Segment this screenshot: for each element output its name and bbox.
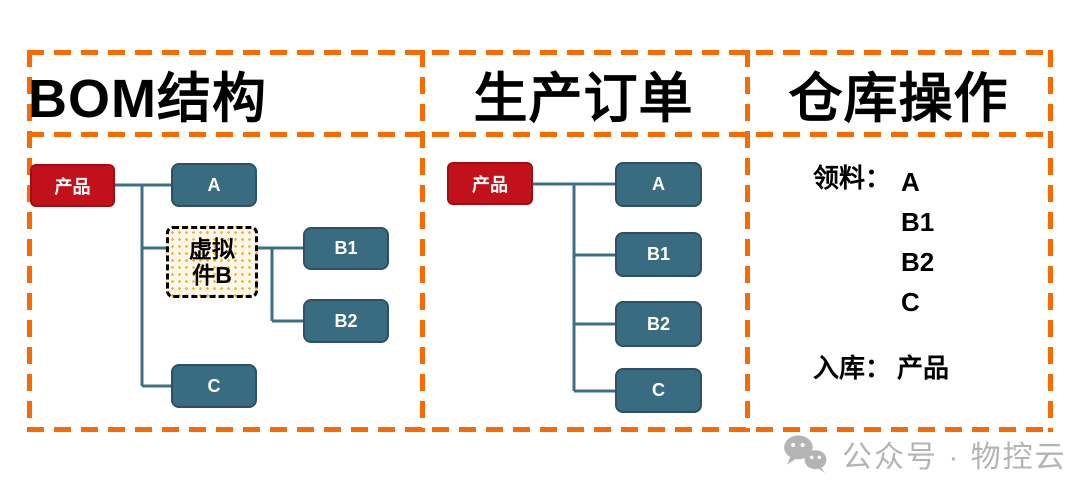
panel-title-warehouse: 仓库操作 [788, 68, 1009, 129]
bom-node-a: A [171, 163, 257, 207]
watermark: 公众号 · 物控云 [782, 432, 1067, 476]
order-node-a: A [615, 162, 702, 207]
bom-node-c: C [171, 364, 257, 408]
picking-item: A [901, 167, 920, 197]
frame-border-top [27, 50, 1053, 55]
bom-node-virtual-b-label: 虚拟件B [189, 235, 235, 288]
watermark-text: 公众号 · 物控云 [842, 441, 1067, 474]
picking-item: B1 [901, 207, 935, 237]
picking-item: C [901, 287, 920, 317]
wechat-icon [784, 435, 827, 474]
frame-border-right [1048, 50, 1053, 432]
order-node-product: 产品 [447, 162, 533, 205]
warehouse-inbound-row: 入库： 产品 [813, 352, 949, 384]
panel-title-bom: BOM结构 [28, 68, 267, 129]
frame-divider-1 [420, 50, 425, 432]
frame-divider-2 [745, 50, 750, 432]
bom-node-virtual-b: 虚拟件B [166, 226, 258, 298]
panel-title-order: 生产订单 [473, 68, 694, 129]
order-node-c: C [615, 368, 702, 413]
frame-title-divider [27, 132, 1053, 137]
bom-node-product: 产品 [30, 164, 115, 207]
order-node-b2: B2 [615, 301, 702, 347]
frame-border-bottom [27, 427, 1053, 432]
picking-item: B2 [901, 247, 935, 277]
warehouse-picking-row: 领料： A B1 B2 C [813, 162, 934, 322]
bom-node-b1: B1 [303, 227, 389, 270]
bom-node-b2: B2 [303, 299, 389, 343]
order-node-b1: B1 [615, 232, 702, 277]
picking-label: 领料： [813, 163, 892, 193]
inbound-value: 产品 [897, 353, 950, 383]
frame-border-left [27, 50, 32, 432]
picking-items: A B1 B2 C [901, 162, 934, 322]
inbound-label: 入库： [813, 353, 892, 383]
